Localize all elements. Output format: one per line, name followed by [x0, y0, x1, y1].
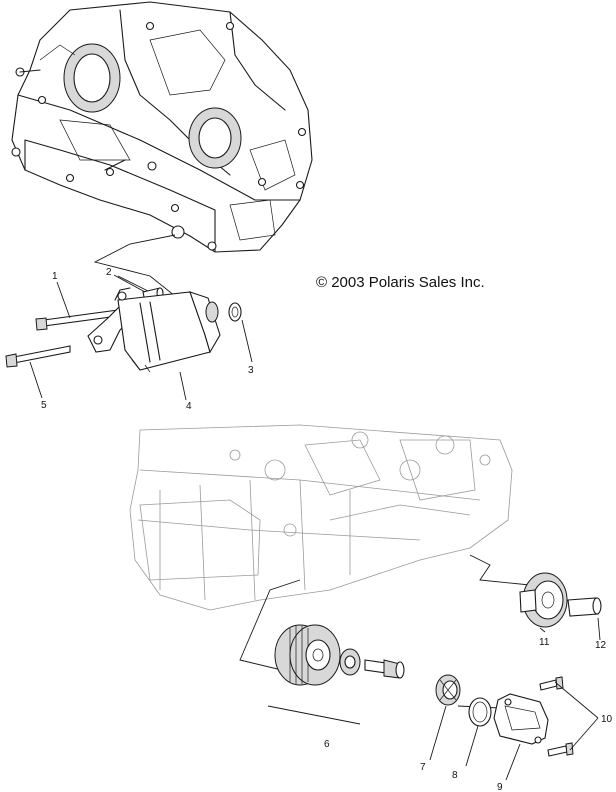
- copyright-notice: © 2003 Polaris Sales Inc.: [316, 274, 485, 291]
- callout-6: 6: [324, 739, 330, 750]
- gear-cover: [493, 693, 549, 745]
- starter-motor: [87, 287, 221, 373]
- callout-5: 5: [41, 400, 47, 411]
- idler-gear: [519, 572, 568, 628]
- assembly-line-idler: [469, 554, 531, 586]
- callout-9: 9: [497, 782, 503, 792]
- callout-4: 4: [186, 401, 192, 412]
- crankcase-bolt-heads: [11, 21, 307, 251]
- one-way-clutch: [339, 648, 361, 676]
- callout-7: 7: [420, 762, 426, 773]
- assembly-line-gear: [239, 579, 301, 673]
- o-ring-starter: [228, 302, 242, 322]
- callout-3: 3: [248, 365, 254, 376]
- reduction-gear: [435, 674, 461, 706]
- callout-leaders: [29, 274, 601, 781]
- starter-group: [5, 287, 242, 373]
- engine-block-illustration: [129, 424, 513, 611]
- cover-bolts: [539, 676, 574, 757]
- crankcase-illustration: [11, 1, 313, 253]
- starter-driven-gear: [274, 624, 341, 686]
- idler-shaft: [567, 597, 602, 617]
- assembly-line-top: [93, 234, 181, 301]
- callout-10: 10: [601, 714, 613, 725]
- callout-12: 12: [595, 640, 607, 651]
- starter-bolt-long-5: [5, 345, 71, 368]
- callout-1: 1: [52, 271, 58, 282]
- callout-11: 11: [539, 637, 550, 648]
- starter-pinion-shaft: [364, 659, 405, 679]
- callout-2: 2: [106, 267, 112, 278]
- callout-8: 8: [452, 770, 458, 781]
- cover-o-ring: [468, 697, 492, 727]
